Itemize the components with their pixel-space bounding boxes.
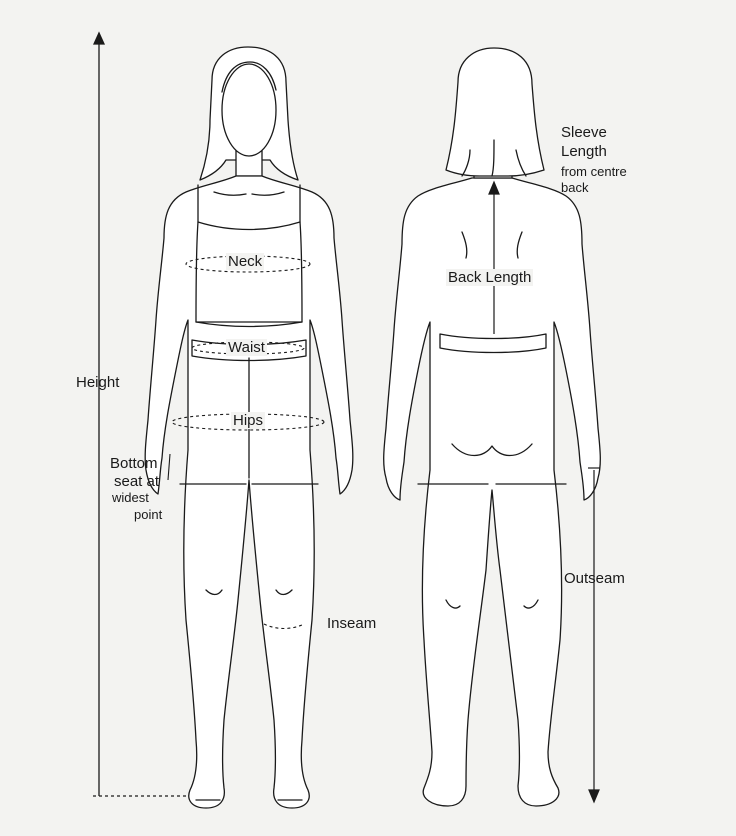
front-body-outline: [145, 176, 353, 808]
front-face: [222, 64, 276, 156]
height-measure-line: [93, 33, 188, 796]
back-length-label: Back Length: [446, 269, 533, 286]
bottom-seat-label-line4: point: [134, 508, 162, 523]
sleeve-length-label-line1: Sleeve: [561, 124, 607, 141]
bottom-seat-label-line1: Bottom: [110, 455, 158, 472]
bottom-seat-label-line2: seat at: [114, 473, 159, 490]
sleeve-length-label-line2: Length: [561, 143, 607, 160]
inseam-label: Inseam: [327, 615, 376, 632]
back-body-figure: [384, 48, 601, 806]
back-hair: [446, 48, 544, 176]
bottom-seat-label-line3: widest: [112, 491, 149, 506]
height-label: Height: [76, 374, 119, 391]
bottom-seat-pointer: [168, 454, 170, 480]
neck-label: Neck: [226, 253, 264, 270]
sleeve-from-label-line1: from centre: [561, 165, 627, 180]
hips-label: Hips: [231, 412, 265, 429]
arrow-up-icon: [94, 33, 104, 44]
sleeve-from-label-line2: back: [561, 181, 588, 196]
outseam-label: Outseam: [564, 570, 625, 587]
waist-label: Waist: [226, 339, 267, 356]
arrow-down-icon: [589, 790, 599, 802]
outseam-measure: [588, 468, 600, 802]
